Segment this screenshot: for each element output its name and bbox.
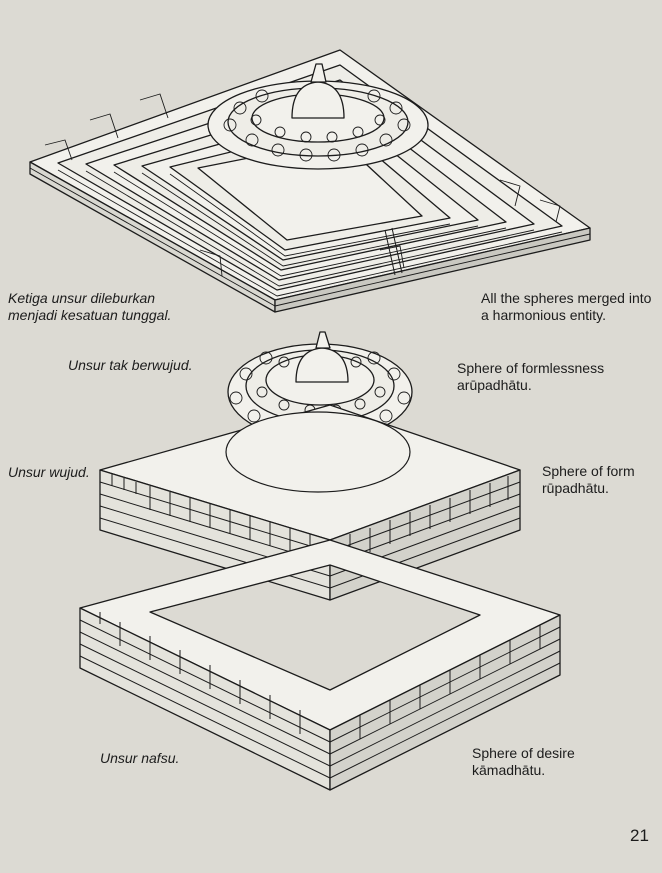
- formless-label-indonesian: Unsur tak berwujud.: [68, 357, 193, 373]
- formless-label-english-line-2: arūpadhātu.: [457, 377, 532, 393]
- top-caption-english-line-1: All the spheres merged into: [481, 290, 652, 306]
- desire-label-english-line-1: Sphere of desire: [472, 745, 575, 761]
- top-caption-indonesian: Ketiga unsur dileburkan menjadi kesatuan…: [8, 290, 171, 324]
- form-label-english-line-2: rūpadhātu.: [542, 480, 609, 496]
- page-number: 21: [630, 826, 649, 845]
- desire-sphere-drawing: [79, 539, 561, 791]
- form-label-english: Sphere of form rūpadhātu.: [542, 463, 635, 497]
- form-label-english-line-1: Sphere of form: [542, 463, 635, 479]
- complete-monument-drawing: [29, 49, 591, 313]
- top-caption-english: All the spheres merged into a harmonious…: [481, 290, 651, 324]
- formless-sphere-drawing: [227, 331, 413, 441]
- form-sphere-drawing: [99, 404, 521, 601]
- desire-label-english: Sphere of desire kāmadhātu.: [472, 745, 575, 779]
- formless-label-english-line-1: Sphere of formlessness: [457, 360, 605, 376]
- top-caption-indonesian-line-1: Ketiga unsur dileburkan: [8, 290, 156, 306]
- form-label-indonesian: Unsur wujud.: [8, 464, 90, 480]
- desire-label-indonesian: Unsur nafsu.: [100, 750, 180, 766]
- desire-label-english-line-2: kāmadhātu.: [472, 762, 546, 778]
- top-caption-indonesian-line-2: menjadi kesatuan tunggal.: [8, 307, 172, 323]
- top-caption-english-line-2: a harmonious entity.: [481, 307, 607, 323]
- formless-label-english: Sphere of formlessness arūpadhātu.: [457, 360, 604, 394]
